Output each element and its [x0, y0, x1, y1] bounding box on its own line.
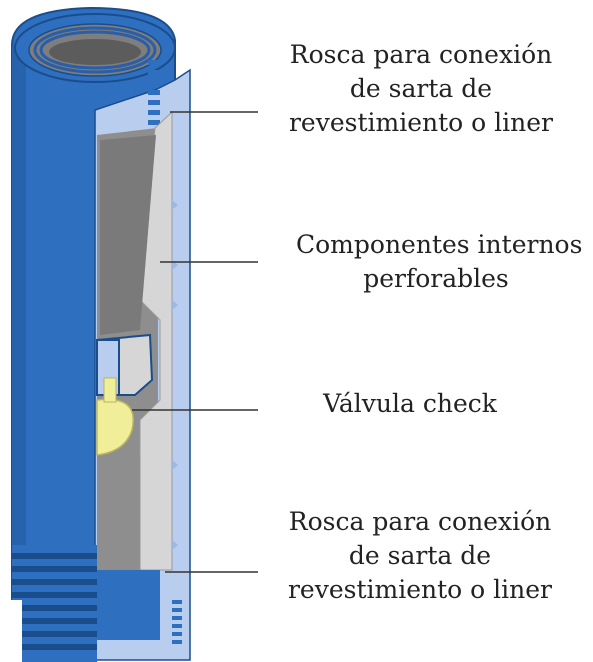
- label-check-valve: Válvula check: [300, 387, 520, 421]
- leader-lines: [132, 111, 258, 573]
- top-opening: [14, 13, 176, 83]
- wall-notches: [172, 200, 178, 550]
- label-bottom-thread-line1: Rosca para conexión: [288, 507, 552, 536]
- internal-cone: [100, 135, 156, 335]
- valve-stem: [103, 377, 117, 403]
- label-check-valve-line1: Válvula check: [323, 389, 497, 418]
- casing-shadow: [12, 45, 26, 640]
- check-valve-ball: [96, 398, 134, 456]
- label-internal-components: Componentes internos perforables: [296, 228, 583, 296]
- label-internal-components-line2: perforables: [363, 264, 509, 293]
- label-internal-components-line1: Componentes internos: [296, 230, 583, 259]
- label-top-thread: Rosca para conexión de sarta de revestim…: [286, 38, 556, 140]
- bottom-external-thread: [0, 545, 97, 662]
- top-thread-ring: [33, 26, 157, 74]
- label-bottom-thread-line3: revestimiento o liner: [287, 575, 552, 604]
- top-thread-teeth: [148, 60, 160, 125]
- label-top-thread-line1: Rosca para conexión: [289, 40, 553, 69]
- label-top-thread-line2: de sarta de: [349, 74, 493, 103]
- bottom-thread-teeth-right: [172, 600, 182, 644]
- lower-cutaway-blue: [97, 570, 160, 640]
- label-top-thread-line3: revestimiento o liner: [288, 108, 553, 137]
- label-bottom-thread: Rosca para conexión de sarta de revestim…: [280, 505, 560, 607]
- cutaway-section: [94, 60, 191, 661]
- label-bottom-thread-line2: de sarta de: [348, 541, 492, 570]
